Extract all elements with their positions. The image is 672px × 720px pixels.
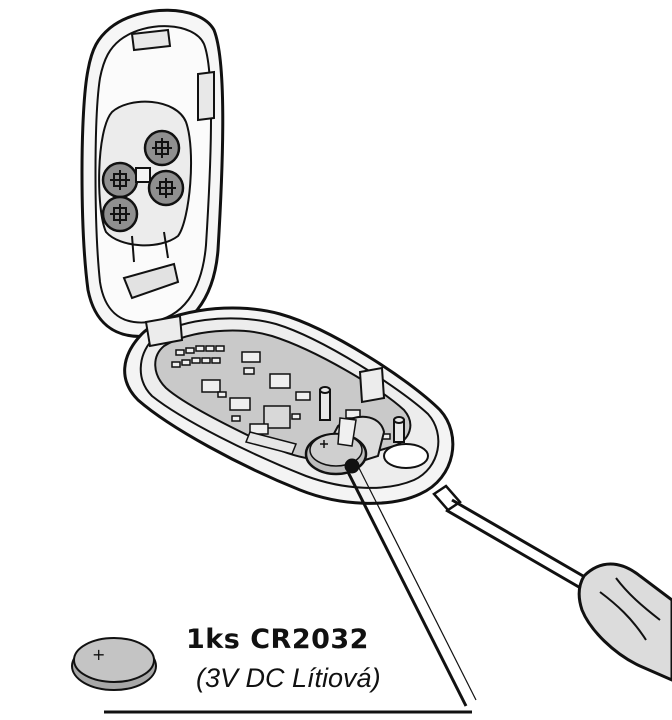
lid-top-clip [130,28,172,52]
cr2032-battery-icon: + [71,637,157,691]
callout-line-inner [357,465,477,701]
battery-plus-mark: + [92,645,105,664]
remote-base [123,306,455,505]
callout-lines [104,458,477,714]
base-clip-right [358,366,386,404]
lid-button-3 [147,169,185,207]
pcb-posts [319,386,405,443]
lid-button-1 [143,129,181,167]
callout-line-outer [346,471,468,707]
callout-anchor [344,458,360,474]
remote-lid [80,8,225,338]
screwdriver-handle [577,562,672,682]
pcb-components [171,345,391,440]
battery-spec: (3V DC Lítiová) [196,663,381,693]
screwdriver [432,484,672,682]
screwdriver-shaft [445,498,591,592]
lid-bottom-latch [122,262,180,300]
base-clip-left [144,314,184,348]
lid-button-4 [101,195,139,233]
screwdriver-tip [432,484,462,512]
installed-battery [304,415,386,476]
lid-center-square [135,167,151,183]
pry-slot [383,443,429,469]
battery-quantity-model: 1ks CR2032 [186,624,369,655]
lid-side-clip [197,70,215,122]
lid-button-2 [101,161,139,199]
